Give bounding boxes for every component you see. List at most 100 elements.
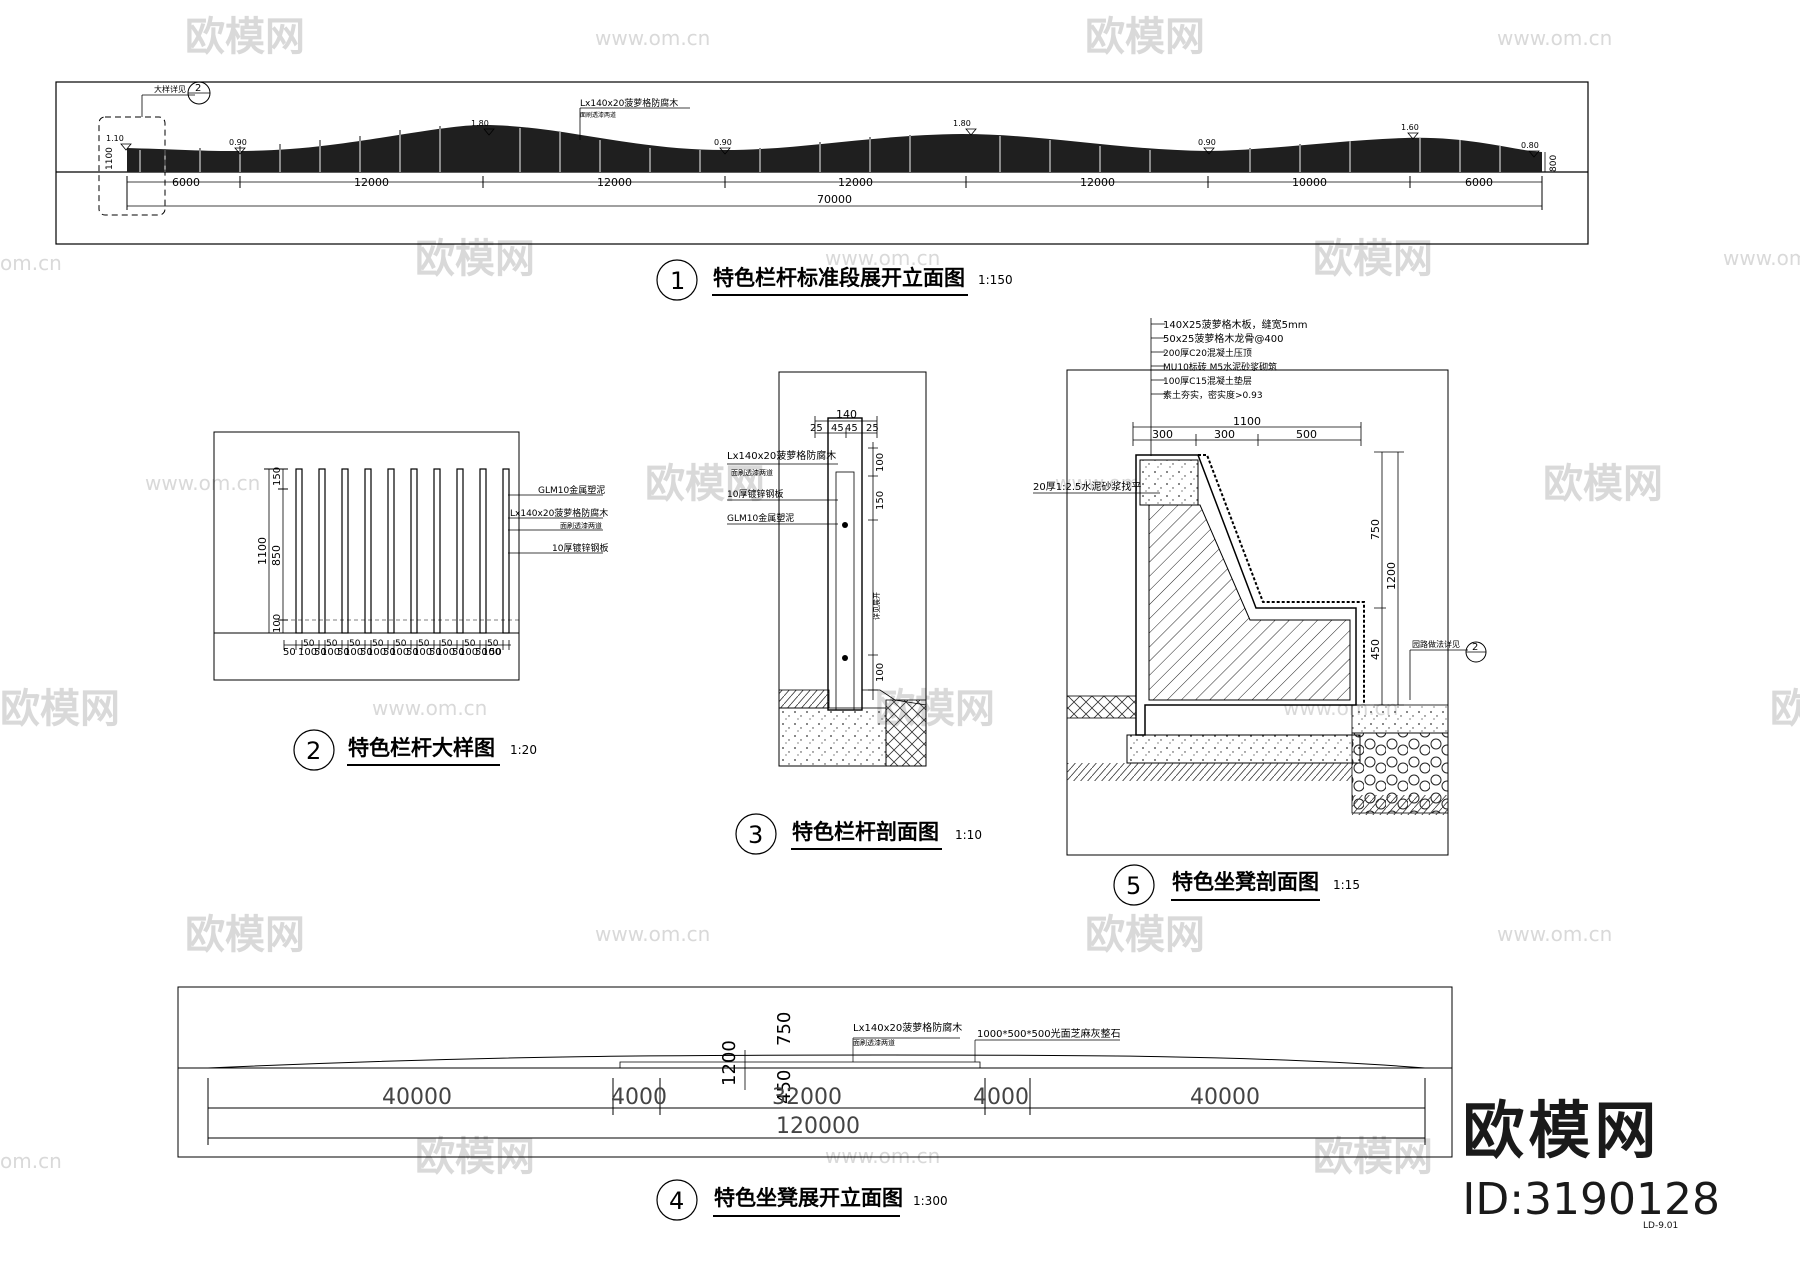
spacing-dim: 50 — [475, 647, 488, 658]
spacing-dim: 50 — [283, 647, 296, 658]
figure-4-notes: Lx140x20菠萝格防腐木 面刷透漆两道 1000*500*500光面芝麻灰整… — [852, 1021, 1121, 1062]
dim-ticks — [283, 640, 510, 650]
spacing-dim: 50 — [464, 639, 476, 649]
watermark-text: 欧模网 — [1085, 912, 1205, 958]
level-triangle — [234, 147, 246, 155]
baluster — [456, 468, 464, 634]
spacing-dim: 50 — [441, 639, 453, 649]
spacing-dim: 100 — [459, 647, 478, 658]
timber-cladding — [1198, 454, 1365, 705]
dim-ticks — [126, 176, 1543, 210]
figure-5-caption: 5 特色坐凳剖面图 1:15 — [1113, 864, 1360, 906]
watermark-url: www.om.cn — [372, 696, 487, 720]
segment-dim: 12000 — [838, 176, 873, 189]
level-mark: 1.80 — [471, 119, 489, 128]
watermark-text: 欧模网 — [1085, 14, 1205, 60]
width-dim: 45 — [831, 423, 844, 434]
level-mark: 0.90 — [1198, 138, 1216, 147]
concrete-pad — [1126, 734, 1361, 764]
layer-note: MU10标砖 M5水泥砂浆砌筑 — [1163, 361, 1277, 373]
height-dims: 1200 750 450 — [719, 1012, 795, 1104]
material-note: 10厚镀锌钢板 — [552, 542, 608, 554]
detail-ref-number: 2 — [195, 83, 201, 94]
top-dims: 1100 300 300 500 — [1132, 415, 1362, 446]
detail-callout-box — [98, 116, 166, 216]
segment-dim: 12000 — [354, 176, 389, 189]
level-triangle — [1528, 150, 1540, 158]
watermark-text: 欧模网 — [0, 686, 120, 732]
figure-1-caption: 1 特色栏杆标准段展开立面图 1:150 — [656, 259, 1013, 301]
watermark-text: 欧模网 — [415, 236, 535, 282]
height-dim: 150 — [875, 491, 886, 510]
figure-5-frame — [1066, 369, 1449, 856]
spacing-dim: 100 — [413, 647, 432, 658]
wavy-railing-silhouette — [127, 125, 1542, 172]
material-note: Lx140x20菠萝格防腐木 — [510, 507, 608, 519]
spacing-dim: 50 — [383, 647, 396, 658]
watermark-layer: 欧模网 www.om.cn 欧模网 www.om.cn om.cn 欧模网 ww… — [0, 14, 1800, 1180]
dim-ticks — [207, 1078, 1426, 1145]
level-triangle — [1407, 132, 1419, 140]
spacing-dim: 50 — [429, 647, 442, 658]
paving-note: 园路做法详见 — [1412, 639, 1460, 649]
material-note: Lx140x20菠萝格防腐木 — [727, 449, 836, 462]
caption-scale: 1:150 — [978, 273, 1013, 287]
baluster — [502, 468, 510, 634]
dim-ticks — [264, 468, 288, 634]
height-dim: 100 — [875, 453, 886, 472]
segment-dim: 10000 — [1292, 176, 1327, 189]
spacing-dim: 50 — [406, 647, 419, 658]
material-note: 10厚镀锌钢板 — [727, 488, 783, 500]
bolt — [842, 522, 848, 528]
bench-core-hatch — [1148, 504, 1351, 701]
width-dim: 25 — [866, 423, 879, 434]
caption-scale: 1:20 — [510, 743, 537, 757]
caption-number: 2 — [306, 737, 321, 765]
segment-dim: 12000 — [1080, 176, 1115, 189]
caption-number-circle — [1113, 864, 1155, 906]
spacing-dim: 50 — [303, 639, 315, 649]
dim-ticks — [814, 416, 878, 438]
soil-right — [1352, 795, 1448, 815]
material-note: GLM10金属塑泥 — [727, 512, 794, 524]
level-mark: 0.90 — [229, 138, 247, 147]
figure-3-notes: Lx140x20菠萝格防腐木 面刷透漆两道 10厚镀锌钢板 GLM10金属塑泥 — [727, 449, 838, 525]
caption-scale: 1:15 — [1333, 878, 1360, 892]
width-dim: 140 — [836, 408, 857, 421]
figure-3-railing-section: 140 25 45 45 25 100 150 详见展开 100 Lx140x2… — [727, 371, 982, 855]
material-note: Lx140x20菠萝格防腐木 — [853, 1021, 962, 1034]
railing-light-streaks — [139, 126, 1501, 172]
caption-number-circle — [656, 259, 698, 301]
baluster — [410, 468, 418, 634]
level-mark: 1.80 — [953, 119, 971, 128]
spacing-dim: 50 — [452, 647, 465, 658]
segment-dim: 40000 — [1190, 1085, 1260, 1110]
baluster — [433, 468, 441, 634]
detail-ref-text: 大样详见 — [154, 84, 186, 94]
paving-ref-number: 2 — [1472, 642, 1478, 653]
brand-logo-block: 欧模网 ID:3190128 — [1462, 1080, 1720, 1225]
spacing-dim: 100 — [298, 647, 317, 658]
bottom-dimension-chain: 50 100 50 100 50 100 50 100 50 100 50 10… — [283, 640, 511, 658]
baluster — [364, 468, 372, 634]
level-triangle — [965, 128, 977, 136]
segment-dim: 40000 — [382, 1085, 452, 1110]
material-note: 面刷透漆两道 — [731, 468, 773, 477]
figure-4-frame — [177, 986, 1453, 1158]
material-note: 1000*500*500光面芝麻灰整石 — [977, 1027, 1121, 1040]
width-dim: 45 — [845, 423, 858, 434]
layer-note: 50x25菠萝格木龙骨@400 — [1163, 332, 1283, 345]
width-dim: 25 — [810, 423, 823, 434]
material-note: Lx140x20菠萝格防腐木 — [580, 97, 678, 109]
height-dim: 1100 — [256, 537, 269, 565]
bench-profile-base — [619, 1061, 981, 1068]
baluster — [318, 468, 326, 634]
total-dim: 120000 — [776, 1114, 860, 1139]
caption-number: 1 — [670, 267, 685, 295]
caption-title: 特色栏杆剖面图 — [792, 820, 939, 844]
height-dim: 850 — [270, 545, 283, 566]
sheet-number: LD-9.01 — [1643, 1221, 1679, 1231]
watermark-url: www.om.cn — [595, 26, 710, 50]
note-ticks — [1151, 323, 1165, 395]
